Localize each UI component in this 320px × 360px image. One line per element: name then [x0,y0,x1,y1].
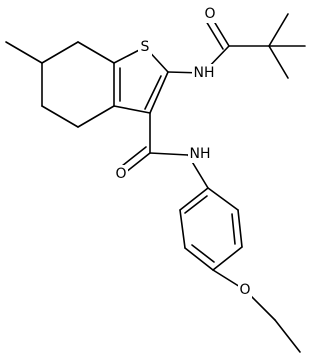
bond-ar-5 [237,209,243,248]
bond-ar-5-inner [231,213,236,245]
bond-c2-c3 [149,71,169,114]
atom-labels: S NH O O NH O [114,5,252,299]
atom-amide-nh-bottom: NH [188,145,212,163]
bond-ring6-e [77,105,115,128]
bond-ar-1 [179,187,209,211]
bond-ch2-ch3 [274,319,301,353]
bond-co-bottom-a [125,152,151,173]
atom-carbonyl-o-bottom: O [114,165,128,183]
atom-amide-nh-top: NH [192,64,216,82]
atom-label-amide-nh-bottom: NH [190,146,211,162]
bond-ring6-d [41,105,79,128]
atom-label-ether-o: O [239,282,250,298]
bond-methyl [5,41,43,64]
bond-ar-3 [184,247,214,271]
bond-tbu-me-a [268,13,289,47]
bond-ar-6 [207,187,239,211]
bond-c2-c3-inner [144,75,162,110]
bond-ar-3-inner [191,244,215,263]
bond-co-bottom-b [121,146,147,167]
chemical-structure: S NH O O NH O [5,5,306,353]
bond-ring6-b [77,41,115,64]
bond-ring6-a [41,41,79,64]
atom-label-carbonyl-o-bottom: O [115,166,126,182]
atom-sulfur: S [138,38,152,56]
bond-ar-1-inner [184,195,208,214]
bond-co-nh-bottom [149,152,189,156]
atom-ether-o: O [238,281,252,299]
atom-label-amide-nh-top: NH [194,65,215,81]
bond-c3-c3a [113,105,151,114]
bond-tbu-me-c [268,45,289,79]
atom-label-sulfur: S [141,39,150,55]
bond-ar-2 [179,209,186,249]
bond-co-top-b [205,20,224,50]
atom-label-carbonyl-o-top: O [204,6,215,22]
bond-ar-4 [212,246,243,271]
bond-lines [5,13,306,353]
atom-carbonyl-o-top: O [203,5,217,23]
